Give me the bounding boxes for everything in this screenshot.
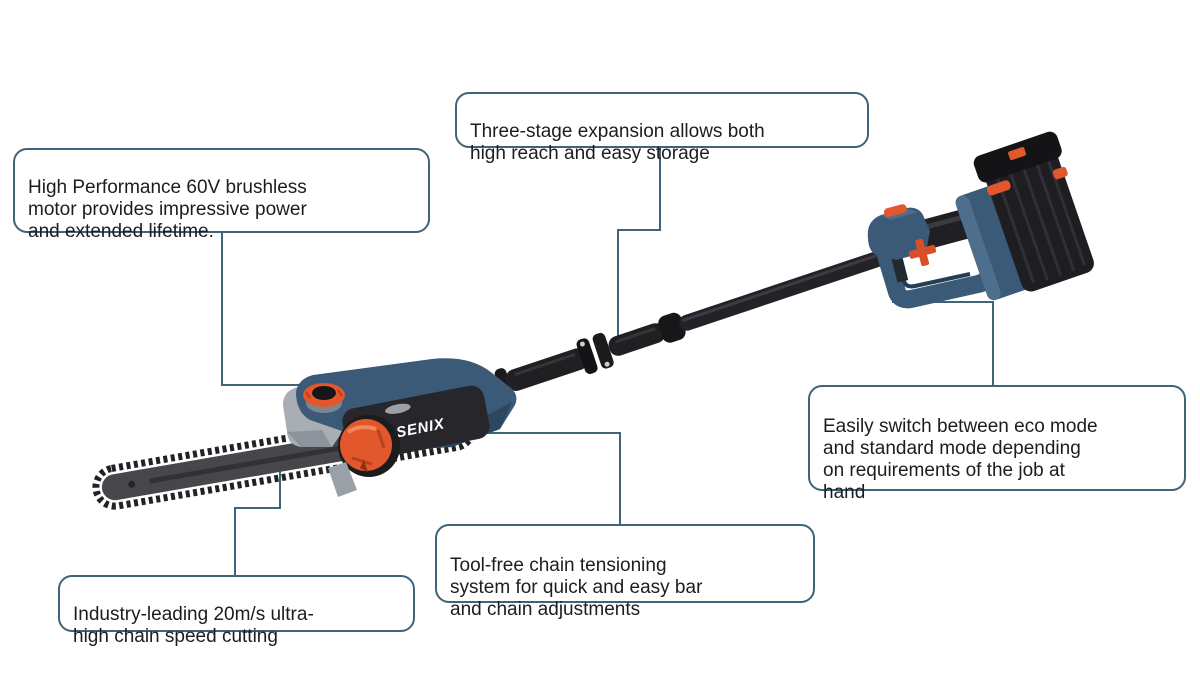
pole-texture-2 — [615, 327, 656, 343]
callout-brushless-motor-text: High Performance 60V brushless motor pro… — [28, 177, 307, 242]
pole-collar — [658, 312, 686, 343]
battery-latch — [986, 180, 1011, 196]
battery-mount-edge — [955, 195, 1001, 301]
pole-upper-highlight — [682, 254, 877, 322]
callout-chain-speed: Industry-leading 20m/s ultra- high chain… — [58, 575, 415, 647]
callout-chain-speed-text: Industry-leading 20m/s ultra- high chain… — [73, 604, 314, 647]
eco-mode-switch — [884, 204, 907, 218]
branch-hook — [328, 462, 357, 497]
pole-collar-block — [867, 207, 930, 260]
bar-nose-rivet — [128, 480, 136, 488]
gear-housing-shade — [287, 430, 332, 447]
pole-section-3 — [608, 323, 666, 356]
callout-brushless-motor: High Performance 60V brushless motor pro… — [13, 148, 430, 242]
connector-brushless-motor — [221, 232, 312, 386]
callout-eco-mode-text: Easily switch between eco mode and stand… — [823, 416, 1098, 503]
oil-cap — [303, 383, 345, 413]
callout-three-stage-expansion-text: Three-stage expansion allows both high r… — [470, 121, 765, 164]
callout-three-stage-expansion: Three-stage expansion allows both high r… — [455, 92, 869, 164]
battery-ridges — [995, 158, 1087, 284]
battery-pack — [955, 131, 1094, 301]
connector-three-stage-expansion — [617, 147, 661, 340]
chain-tension-knob — [338, 415, 400, 477]
callout-eco-mode: Easily switch between eco mode and stand… — [808, 385, 1186, 503]
emboss-mark — [385, 403, 411, 414]
lockout-lever — [908, 238, 937, 267]
saw-head: SENIX — [283, 358, 517, 497]
pole-texture — [514, 353, 576, 376]
battery-brand-patch — [1008, 147, 1027, 161]
battery-body — [985, 149, 1094, 292]
pole-section-2 — [505, 348, 588, 392]
battery-latch-side — [1052, 166, 1068, 180]
pole-clamp-2 — [576, 332, 614, 374]
callout-chain-tensioning-text: Tool-free chain tensioning system for qu… — [450, 555, 703, 620]
callout-chain-tensioning: Tool-free chain tensioning system for qu… — [435, 524, 815, 620]
connector-chain-speed — [234, 450, 281, 576]
